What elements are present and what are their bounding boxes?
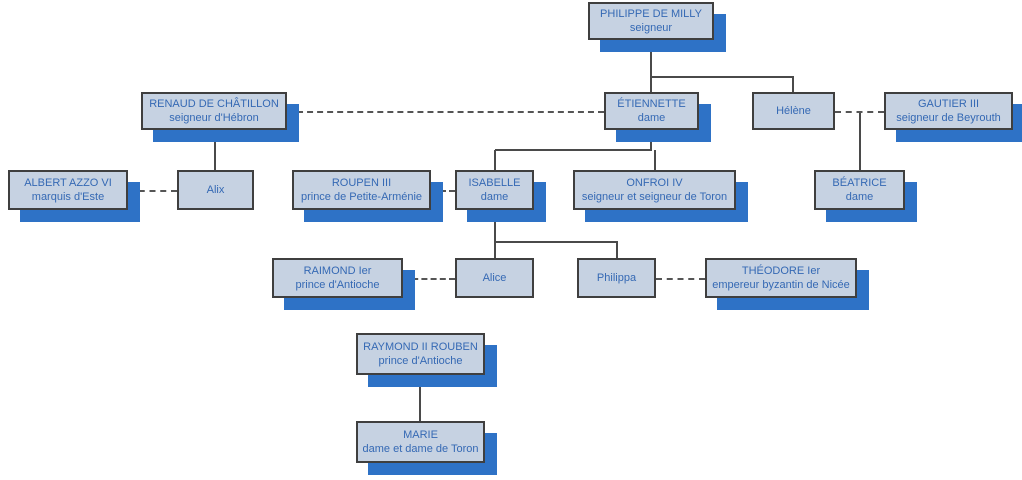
person-title: marquis d'Este [31, 191, 105, 203]
connector-isabelle-stem [494, 150, 496, 171]
connector-raimond-alice-marriage [403, 278, 455, 280]
person-title: seigneur d'Hébron [169, 112, 259, 124]
node-box: RAIMOND Ier prince d'Antioche [272, 258, 403, 298]
person-node-marie[interactable]: MARIE dame et dame de Toron [356, 421, 497, 475]
connector-albert-alix-marriage [128, 190, 177, 192]
person-node-philippe[interactable]: PHILIPPE DE MILLY seigneur [588, 2, 726, 52]
connector-renaud-drop [214, 130, 216, 170]
connector-philippa-stem [616, 242, 618, 259]
person-name: RENAUD DE CHÂTILLON [149, 98, 279, 110]
connector-isabelle-children-bar [495, 241, 618, 243]
person-node-renaud[interactable]: RENAUD DE CHÂTILLON seigneur d'Hébron [141, 92, 299, 142]
person-title: prince d'Antioche [378, 355, 463, 367]
person-name: MARIE [403, 429, 438, 441]
node-box: RENAUD DE CHÂTILLON seigneur d'Hébron [141, 92, 287, 130]
node-box: Philippa [577, 258, 656, 298]
person-name: GAUTIER III [917, 98, 980, 110]
connector-helene-stem [792, 77, 794, 92]
person-name: THÉODORE Ier [741, 265, 821, 277]
person-title: dame [480, 191, 509, 203]
person-name: Alice [482, 272, 507, 284]
connector-isabelle-drop [494, 210, 496, 259]
person-name: ALBERT AZZO VI [24, 177, 112, 189]
node-box: Alice [455, 258, 534, 298]
node-box: ÉTIENNETTE dame [604, 92, 699, 130]
person-name: RAIMOND Ier [303, 265, 372, 277]
person-name: ONFROI IV [626, 177, 683, 189]
person-node-isabelle[interactable]: ISABELLE dame [455, 170, 546, 222]
person-name: Philippa [596, 272, 637, 284]
connector-helene-gautier-marriage [835, 111, 884, 113]
connector-gautier-marriage-drop [859, 112, 861, 170]
node-box: ONFROI IV seigneur et seigneur de Toron [573, 170, 736, 210]
node-box: GAUTIER III seigneur de Beyrouth [884, 92, 1013, 130]
person-node-raimond[interactable]: RAIMOND Ier prince d'Antioche [272, 258, 415, 310]
connector-renaud-etiennette-marriage [287, 111, 604, 113]
node-box: RAYMOND II ROUBEN prince d'Antioche [356, 333, 485, 375]
person-node-etiennette[interactable]: ÉTIENNETTE dame [604, 92, 711, 142]
person-name: ROUPEN III [331, 177, 392, 189]
person-title: seigneur [629, 22, 673, 34]
person-title: empereur byzantin de Nicée [712, 279, 850, 291]
person-name: Hélène [776, 105, 811, 117]
connector-onfroi-stem [654, 150, 656, 171]
node-box: Hélène [752, 92, 835, 130]
node-box: MARIE dame et dame de Toron [356, 421, 485, 463]
person-node-alice[interactable]: Alice [455, 258, 534, 298]
person-node-theodore[interactable]: THÉODORE Ier empereur byzantin de Nicée [705, 258, 869, 310]
connector-etiennette-children-bar [495, 149, 652, 151]
connector-philippe-children-bar [651, 76, 794, 78]
person-name: ÉTIENNETTE [617, 98, 686, 110]
person-node-raymond2[interactable]: RAYMOND II ROUBEN prince d'Antioche [356, 333, 497, 387]
person-name: PHILIPPE DE MILLY [600, 8, 702, 20]
person-name: RAYMOND II ROUBEN [363, 341, 478, 353]
person-title: dame [637, 112, 666, 124]
person-title: dame et dame de Toron [362, 443, 479, 455]
connector-philippa-theodore-marriage [656, 278, 705, 280]
person-title: seigneur et seigneur de Toron [581, 191, 728, 203]
connector-philippe-drop [650, 40, 652, 78]
node-box: ROUPEN III prince de Petite-Arménie [292, 170, 431, 210]
person-title: dame [845, 191, 874, 203]
person-node-roupen[interactable]: ROUPEN III prince de Petite-Arménie [292, 170, 443, 222]
person-node-gautier[interactable]: GAUTIER III seigneur de Beyrouth [884, 92, 1022, 142]
person-node-alix[interactable]: Alix [177, 170, 254, 210]
node-box: Alix [177, 170, 254, 210]
connector-roupen-isabelle-marriage [431, 190, 455, 192]
person-name: ISABELLE [468, 177, 521, 189]
person-node-beatrice[interactable]: BÉATRICE dame [814, 170, 917, 222]
person-node-onfroi[interactable]: ONFROI IV seigneur et seigneur de Toron [573, 170, 748, 222]
node-box: PHILIPPE DE MILLY seigneur [588, 2, 714, 40]
person-name: BÉATRICE [832, 177, 887, 189]
connector-raymond2-to-marie [419, 375, 421, 422]
node-box: ISABELLE dame [455, 170, 534, 210]
person-node-philippa[interactable]: Philippa [577, 258, 656, 298]
person-title: prince d'Antioche [295, 279, 380, 291]
person-name: Alix [206, 184, 225, 196]
connector-etiennette-stem [650, 77, 652, 92]
person-title: prince de Petite-Arménie [300, 191, 423, 203]
person-node-albert[interactable]: ALBERT AZZO VI marquis d'Este [8, 170, 140, 222]
node-box: THÉODORE Ier empereur byzantin de Nicée [705, 258, 857, 298]
person-title: seigneur de Beyrouth [896, 112, 1001, 124]
node-box: BÉATRICE dame [814, 170, 905, 210]
person-node-helene[interactable]: Hélène [752, 92, 835, 130]
node-box: ALBERT AZZO VI marquis d'Este [8, 170, 128, 210]
